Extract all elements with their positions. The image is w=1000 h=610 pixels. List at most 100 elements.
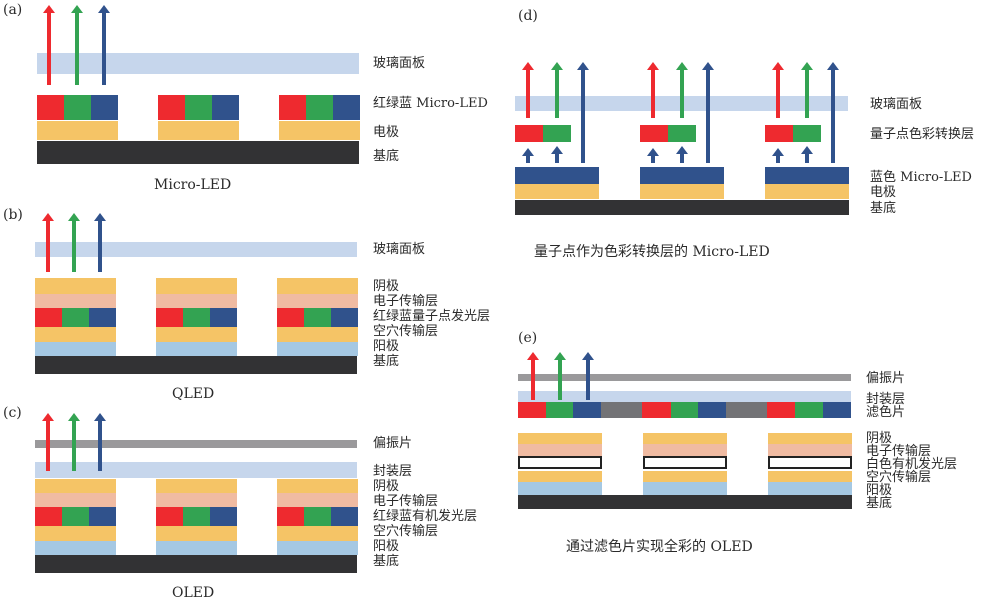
cathode-layer: [35, 479, 116, 493]
white-oled-emission-layer: [518, 456, 602, 469]
anode-layer: [277, 342, 358, 356]
blue-subpixel: [210, 507, 237, 526]
green-light-arrow: [554, 352, 566, 400]
panel-a-caption: Micro-LED: [154, 177, 232, 193]
label-substrate: 基底: [870, 201, 897, 216]
electron-transport-layer: [156, 493, 237, 507]
panel-e-tag: (e): [518, 330, 538, 346]
blue-subpixel: [331, 308, 358, 327]
green-subpixel: [185, 95, 213, 120]
green-subpixel: [64, 95, 92, 120]
green-light-arrow: [68, 413, 80, 471]
substrate-layer: [35, 356, 357, 374]
red-subpixel: [277, 507, 305, 526]
blue-subpixel: [331, 507, 358, 526]
anode-layer: [277, 541, 358, 555]
blue-excitation-arrow: [522, 148, 534, 163]
panel-a-tag: (a): [3, 2, 23, 18]
red-light-arrow: [647, 62, 659, 118]
blue-excitation-arrow: [676, 146, 688, 163]
electron-transport-layer: [35, 493, 116, 507]
label-electron-transport: 电子传输层: [373, 494, 439, 509]
green-subpixel: [183, 308, 211, 327]
label-electron-transport: 电子传输层: [373, 294, 439, 309]
blue-color-filter: [823, 402, 851, 418]
red-light-arrow: [42, 213, 54, 272]
label-hole-transport: 空穴传输层: [866, 470, 932, 485]
blue-excitation-arrow: [772, 148, 784, 163]
red-color-filter: [767, 402, 796, 418]
green-qd-converter: [668, 125, 696, 142]
red-color-filter: [518, 402, 547, 418]
panel-e-caption: 通过滤色片实现全彩的 OLED: [566, 539, 753, 555]
label-anode: 阳极: [866, 483, 893, 498]
red-subpixel: [279, 95, 307, 120]
blue-subpixel: [210, 308, 237, 327]
electrode-layer: [765, 184, 849, 199]
label-hole-transport: 空穴传输层: [373, 524, 439, 539]
substrate-layer: [518, 495, 852, 509]
hole-transport-layer: [156, 327, 237, 342]
hole-transport-layer: [518, 471, 602, 482]
substrate-layer: [35, 555, 357, 573]
cathode-layer: [643, 433, 727, 444]
blue-subpixel: [91, 95, 118, 120]
blue-excitation-arrow: [801, 146, 813, 163]
red-subpixel: [156, 507, 184, 526]
blue-subpixel: [212, 95, 239, 120]
anode-layer: [156, 342, 237, 356]
blue-light-arrow: [98, 5, 110, 85]
blue-light-arrow: [827, 62, 839, 163]
electron-transport-layer: [643, 444, 727, 456]
label-polarizer: 偏振片: [866, 371, 906, 386]
green-subpixel: [62, 308, 90, 327]
label-white-organic-emission: 白色有机发光层: [866, 457, 958, 472]
label-substrate: 基底: [373, 554, 400, 569]
label-substrate: 基底: [373, 149, 400, 164]
red-qd-converter: [515, 125, 543, 142]
hole-transport-layer: [277, 526, 358, 541]
glass-panel-layer: [37, 53, 359, 74]
blue-subpixel: [89, 507, 116, 526]
cathode-layer: [518, 433, 602, 444]
panel-b-tag: (b): [3, 207, 23, 223]
label-glass-panel: 玻璃面板: [373, 242, 426, 257]
encapsulation-layer: [35, 462, 357, 478]
blue-subpixel: [333, 95, 360, 120]
blue-light-arrow: [577, 62, 589, 163]
electrode-layer: [37, 121, 118, 140]
blue-microled-layer: [765, 167, 849, 184]
anode-layer: [768, 482, 852, 495]
anode-layer: [156, 541, 237, 555]
label-electrode: 电极: [373, 125, 400, 140]
green-qd-converter: [543, 125, 571, 142]
electrode-layer: [158, 121, 239, 140]
glass-panel-layer: [35, 242, 357, 257]
electrode-layer: [640, 184, 724, 199]
red-light-arrow: [43, 5, 55, 85]
label-glass-panel: 玻璃面板: [870, 97, 923, 112]
green-color-filter: [795, 402, 824, 418]
green-subpixel: [304, 507, 332, 526]
green-light-arrow: [676, 62, 688, 118]
label-rgb-microled: 红绿蓝 Micro-LED: [373, 96, 488, 111]
hole-transport-layer: [277, 327, 358, 342]
electrode-layer: [515, 184, 599, 199]
polarizer-layer: [518, 374, 851, 381]
green-subpixel: [304, 308, 332, 327]
green-light-arrow: [801, 62, 813, 118]
label-polarizer: 偏振片: [373, 436, 413, 451]
label-color-filter: 滤色片: [866, 405, 906, 420]
cathode-layer: [277, 479, 358, 493]
red-light-arrow: [522, 62, 534, 118]
black-matrix-segment: [726, 402, 768, 418]
panel-b-caption: QLED: [172, 386, 215, 402]
white-oled-emission-layer: [768, 456, 852, 469]
label-cathode: 阴极: [373, 479, 400, 494]
anode-layer: [643, 482, 727, 495]
label-cathode: 阴极: [373, 279, 400, 294]
red-subpixel: [35, 507, 63, 526]
red-light-arrow: [527, 352, 539, 400]
panel-c-caption: OLED: [172, 585, 215, 601]
label-electron-transport: 电子传输层: [866, 444, 932, 459]
